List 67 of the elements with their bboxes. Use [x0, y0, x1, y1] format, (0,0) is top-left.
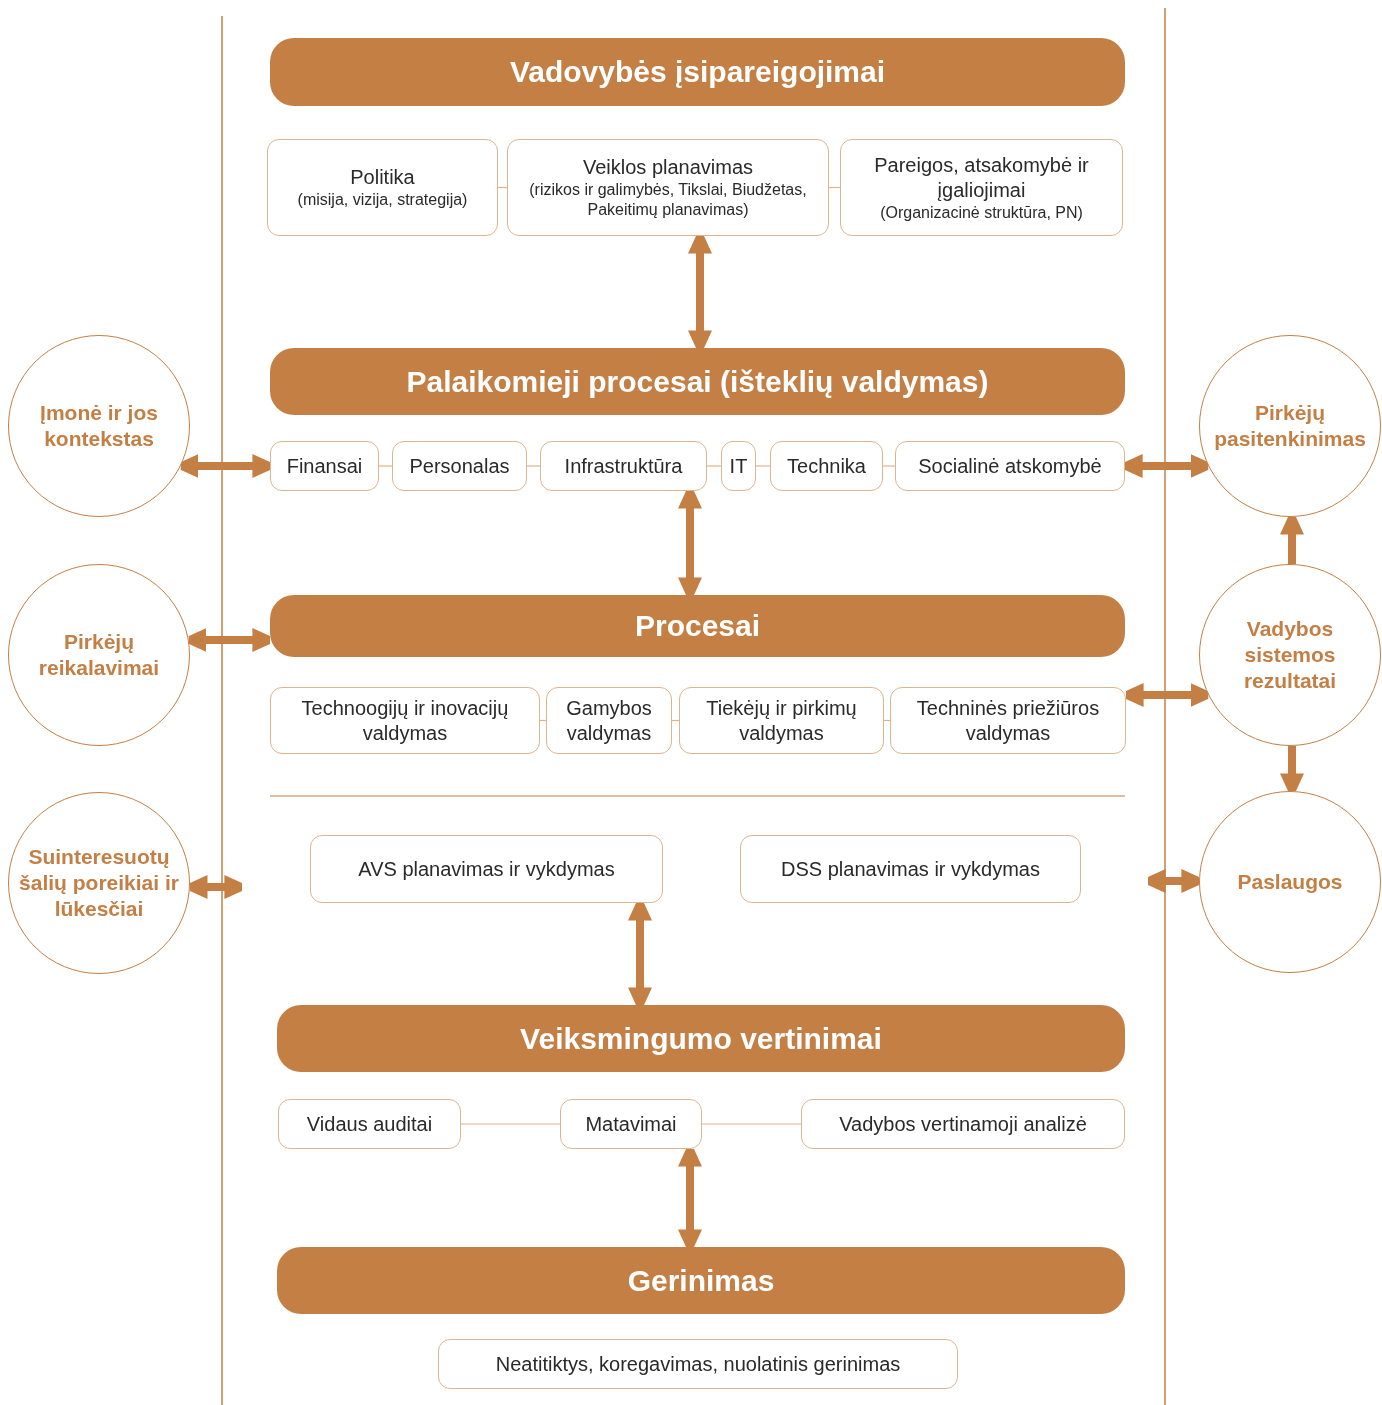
box-label: Technoogijų ir inovacijų valdymas [300, 695, 510, 746]
connector-line [883, 719, 891, 722]
process-box [770, 441, 883, 491]
connector-line [671, 719, 680, 722]
connector-line [701, 1123, 802, 1125]
process-box [721, 441, 756, 491]
section-banner [270, 595, 1125, 657]
process-box [507, 139, 829, 236]
connector-line [755, 465, 771, 467]
section-banner [277, 1247, 1125, 1314]
circle-label: Suinteresuotų šalių poreikiai ir lūkesčiai [18, 843, 180, 923]
section-banner [277, 1005, 1125, 1072]
box-label: Infrastruktūra [564, 453, 683, 479]
section-title: Veiksmingumo vertinimai [520, 1020, 882, 1057]
circle-label: Pirkėjų pasitenkinimas [1213, 399, 1367, 452]
box-label: Vadybos vertinamoji analizė [839, 1111, 1087, 1137]
section-banner [270, 38, 1125, 106]
box-note: (misija, vizija, strategija) [297, 190, 468, 210]
box-note: (Organizacinė struktūra, PN) [880, 202, 1083, 223]
process-box [840, 139, 1123, 236]
section-title: Procesai [634, 608, 761, 645]
box-label: Finansai [286, 453, 363, 479]
box-label: DSS planavimas ir vykdymas [781, 856, 1040, 882]
circle-label: Pirkėjų reikalavimai [37, 628, 161, 681]
circle-label: Vadybos sistemos rezultatai [1242, 615, 1338, 695]
connector-line [882, 465, 896, 467]
connector-line [460, 1123, 561, 1125]
section-title: Vadovybės įsipareigojimai [509, 54, 886, 91]
process-box [895, 441, 1125, 491]
section-banner [270, 348, 1125, 415]
box-label: Vidaus auditai [306, 1111, 433, 1137]
box-label: Socialinė atskomybė [918, 453, 1102, 479]
connector-line [378, 465, 393, 467]
process-box [267, 139, 498, 236]
box-label: Gamybos valdymas [565, 695, 653, 746]
circle-label: Įmonė ir jos kontekstas [39, 399, 159, 452]
box-label: Tiekėjų ir pirkimų valdymas [705, 695, 858, 746]
section-title: Palaikomieji procesai (išteklių valdymas) [406, 363, 989, 400]
process-box [438, 1339, 958, 1389]
process-box [801, 1099, 1125, 1149]
process-box [392, 441, 527, 491]
box-label: Pareigos, atsakomybė ir įgaliojimai [873, 152, 1090, 203]
process-box [890, 687, 1126, 754]
box-label: Personalas [409, 453, 510, 479]
box-note: (rizikos ir galimybės, Tikslai, Biudžetas, Pakeitimų planavimas) [528, 180, 808, 220]
process-box [270, 441, 379, 491]
circle-label: Paslaugos [1237, 868, 1343, 895]
process-box [546, 687, 672, 754]
box-label: Techninės priežiūros valdymas [915, 695, 1101, 746]
box-label: Matavimai [585, 1111, 677, 1137]
connector-line [539, 719, 547, 722]
process-box [560, 1099, 702, 1149]
section-title: Gerinimas [627, 1262, 775, 1299]
process-box [679, 687, 884, 754]
process-box [310, 835, 663, 903]
process-box [278, 1099, 461, 1149]
process-box [270, 687, 540, 754]
connector-line [526, 465, 541, 467]
box-label: Politika [350, 165, 415, 190]
process-box [540, 441, 707, 491]
box-label: Veiklos planavimas [582, 155, 754, 180]
box-label: AVS planavimas ir vykdymas [358, 856, 615, 882]
box-label: Technika [787, 453, 866, 479]
process-box [740, 835, 1081, 903]
connector-line [706, 465, 722, 467]
box-label: Neatitiktys, koregavimas, nuolatinis gerinimas [495, 1351, 901, 1377]
box-label: IT [729, 453, 748, 479]
